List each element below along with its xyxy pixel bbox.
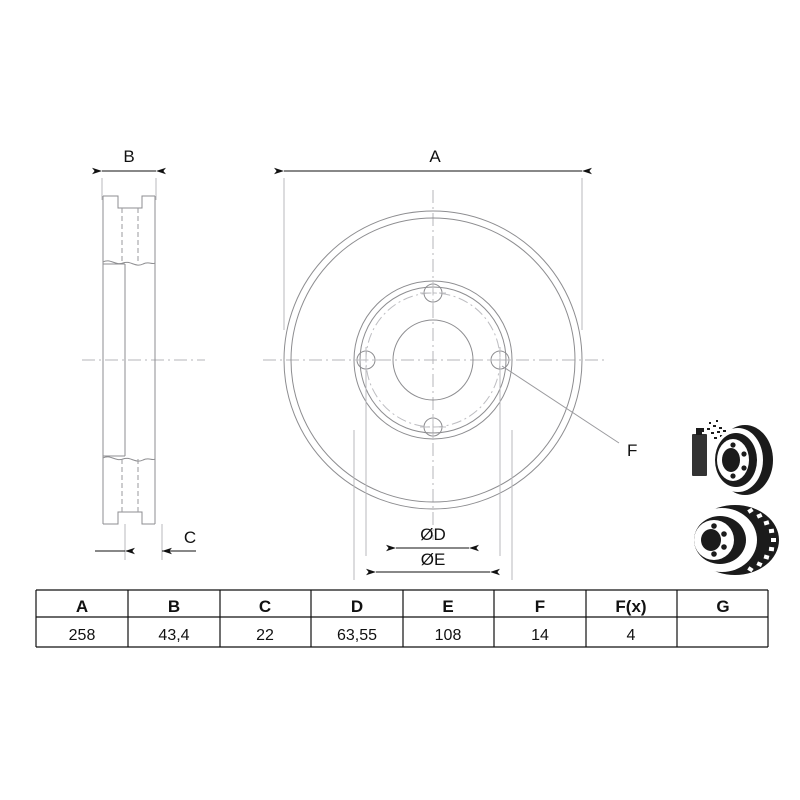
table-header-cell: G	[716, 597, 729, 616]
bolt-pitch-circle	[365, 292, 501, 428]
dim-b-group: B	[92, 147, 166, 200]
table-value-row: 258 43,4 22 63,55 108 14 4	[69, 627, 636, 644]
table-value-cell: 258	[69, 627, 96, 644]
bottom-friction-ring-outline	[103, 511, 155, 525]
table-header-cell: B	[168, 597, 180, 616]
table-value-cell: 108	[435, 627, 462, 644]
specification-table: A B C D E F F(x) G 258 43,4 22 63,55 108…	[35, 589, 769, 648]
dim-e-label: ØE	[421, 550, 446, 569]
bottom-ring-break-line	[102, 456, 156, 462]
table-value-cell: 43,4	[158, 627, 189, 644]
disc-photo-b-bolt-holes	[711, 523, 727, 557]
table-header-cell: F(x)	[615, 597, 646, 616]
table-header-row: A B C D E F F(x) G	[76, 597, 730, 616]
dim-d-group: ØD	[365, 369, 501, 556]
product-image-spray-can-with-disc	[692, 420, 773, 495]
side-section-view: B C	[82, 147, 205, 560]
dim-f-group: F	[501, 365, 637, 460]
dim-b-label: B	[123, 147, 134, 166]
bolt-hole-top	[420, 280, 446, 306]
table-column-separators	[35, 590, 769, 647]
disc-photo-b-bore	[701, 529, 721, 551]
dim-f-leader	[501, 365, 620, 444]
top-ring-break-line	[102, 260, 156, 266]
center-bore-circle	[392, 319, 474, 401]
cooling-vanes-icon	[747, 507, 776, 573]
top-friction-ring-outline	[103, 195, 155, 209]
top-vent-hidden-lines	[121, 208, 139, 263]
table-value-cell: 14	[531, 627, 549, 644]
dim-a-group: A	[274, 147, 592, 330]
table-value-cell: 63,55	[337, 627, 377, 644]
table-header-cell: F	[535, 597, 545, 616]
dim-e-group: ØE	[353, 430, 513, 580]
disc-chamfer-circle	[290, 217, 576, 503]
bottom-vent-hidden-lines	[121, 459, 139, 512]
table-header-cell: E	[442, 597, 453, 616]
disc-photo-a	[713, 425, 773, 495]
front-face-view: A ØD ØE F	[263, 147, 637, 580]
table-header-cell: D	[351, 597, 363, 616]
dim-d-label: ØD	[420, 525, 446, 544]
table-header-cell: C	[259, 597, 271, 616]
table-header-cell: A	[76, 597, 88, 616]
table-value-cell: 22	[256, 627, 274, 644]
spray-can-body-icon	[692, 434, 707, 476]
dim-f-label: F	[627, 441, 637, 460]
spray-can-neck-icon	[696, 428, 702, 435]
disc-outer-circle	[283, 210, 583, 510]
table-value-cell: 4	[627, 627, 636, 644]
dim-a-label: A	[429, 147, 441, 166]
bolt-hole-bottom	[420, 414, 446, 440]
dim-c-label: C	[184, 528, 196, 547]
product-image-vented-brake-disc	[687, 505, 779, 575]
dim-c-group: C	[95, 524, 196, 560]
